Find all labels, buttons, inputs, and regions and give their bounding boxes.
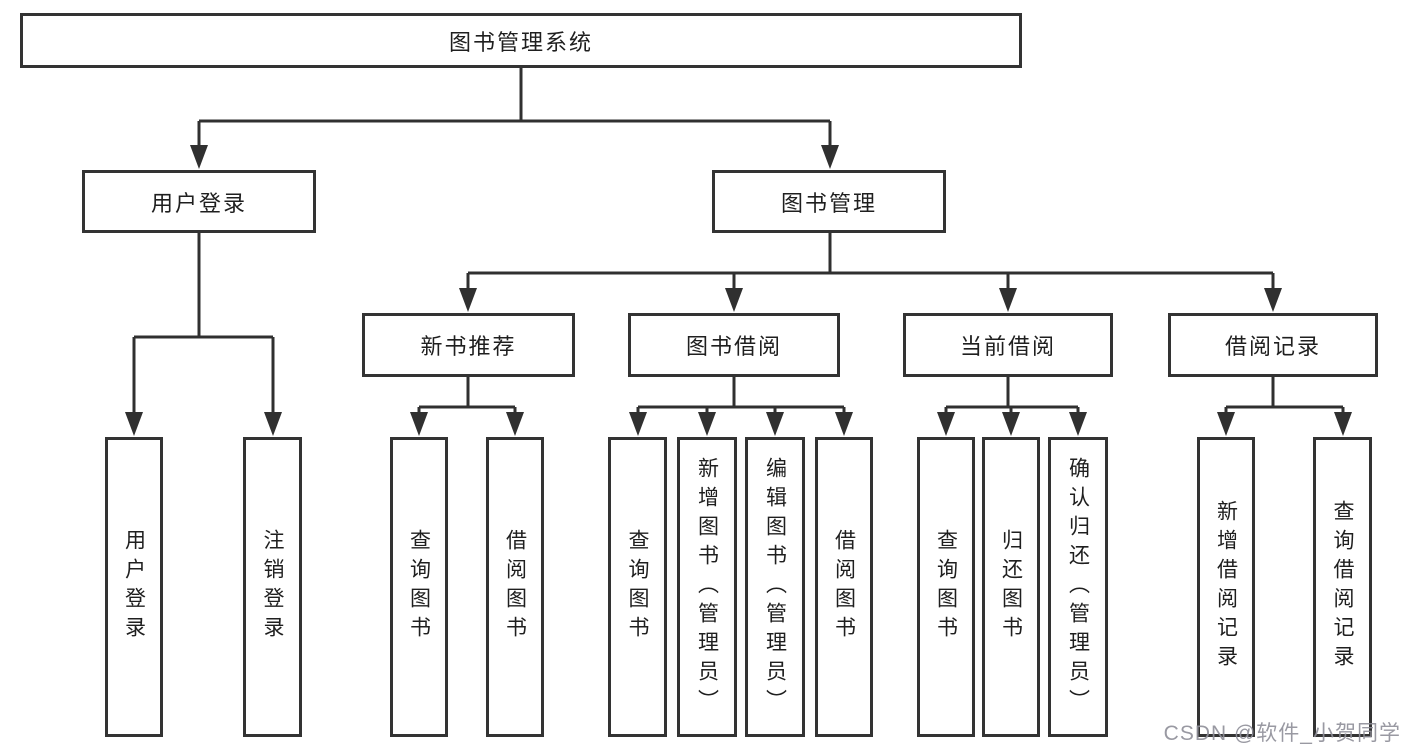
node-book-management-system: 图书管理系统	[20, 13, 1022, 68]
leaf-label: 编辑图书（管理员）	[763, 456, 787, 718]
node-label: 借阅记录	[1224, 334, 1321, 359]
arrow-icon	[725, 288, 743, 312]
node-label: 图书借阅	[685, 334, 782, 359]
leaf-label: 归还图书	[999, 529, 1023, 645]
leaf-label: 确认归还（管理员）	[1066, 456, 1090, 718]
arrow-icon	[1334, 412, 1352, 436]
arrow-icon	[835, 412, 853, 436]
edge-root-to-level1	[197, 68, 832, 148]
arrow-icon	[698, 412, 716, 436]
leaf-label: 查询图书	[934, 529, 958, 645]
watermark: CSDN @软件_小贺同学	[1163, 722, 1401, 745]
node-book-management: 图书管理	[712, 170, 946, 233]
arrow-icon	[506, 412, 524, 436]
leaf-query-books-current: 查询图书	[917, 437, 975, 737]
leaf-borrow-books: 借阅图书	[815, 437, 873, 737]
arrow-icon	[1264, 288, 1282, 312]
leaf-logout: 注销登录	[243, 437, 302, 737]
arrow-icon	[766, 412, 784, 436]
leaf-label: 用户登录	[122, 529, 146, 645]
leaf-label: 查询图书	[407, 529, 431, 645]
arrow-icon	[1217, 412, 1235, 436]
leaf-confirm-return-admin: 确认归还（管理员）	[1048, 437, 1108, 737]
arrow-icon	[999, 288, 1017, 312]
leaf-label: 借阅图书	[832, 529, 856, 645]
leaf-label: 查询图书	[626, 529, 649, 645]
edge-record-to-leaves	[1224, 377, 1345, 416]
node-label: 图书管理	[780, 190, 877, 216]
node-label: 新书推荐	[420, 334, 517, 359]
arrow-icon	[937, 412, 955, 436]
node-borrowing-records: 借阅记录	[1168, 313, 1378, 377]
node-user-login: 用户登录	[82, 170, 316, 233]
arrow-icon	[264, 412, 282, 436]
leaf-user-login: 用户登录	[105, 437, 163, 737]
arrow-icon	[629, 412, 647, 436]
arrow-icon	[190, 145, 208, 169]
edge-mgmt-to-level2	[466, 233, 1275, 292]
edge-newbook-to-leaves	[417, 377, 517, 416]
arrow-icon	[821, 145, 839, 169]
leaf-add-books-admin: 新增图书（管理员）	[677, 437, 737, 737]
edge-current-to-leaves	[944, 377, 1080, 416]
node-book-borrowing: 图书借阅	[628, 313, 840, 377]
node-label: 当前借阅	[959, 334, 1056, 359]
arrow-icon	[459, 288, 477, 312]
arrow-icon	[410, 412, 428, 436]
node-new-book-recommendation: 新书推荐	[362, 313, 575, 377]
arrowheads	[125, 145, 1352, 436]
node-label: 图书管理系统	[448, 29, 593, 55]
leaf-label: 查询借阅记录	[1331, 500, 1354, 674]
leaf-query-books-borrowing: 查询图书	[608, 437, 667, 737]
arrow-icon	[125, 412, 143, 436]
leaf-add-borrow-record: 新增借阅记录	[1197, 437, 1255, 737]
leaf-label: 新增借阅记录	[1214, 500, 1238, 674]
leaf-return-books: 归还图书	[982, 437, 1040, 737]
node-current-borrowing: 当前借阅	[903, 313, 1113, 377]
arrow-icon	[1002, 412, 1020, 436]
leaf-edit-books-admin: 编辑图书（管理员）	[745, 437, 805, 737]
edge-borrow-to-leaves	[636, 377, 846, 416]
leaf-query-borrow-record: 查询借阅记录	[1313, 437, 1372, 737]
leaf-label: 新增图书（管理员）	[695, 456, 719, 718]
node-label: 用户登录	[150, 190, 247, 216]
edge-login-to-leaves	[132, 233, 275, 416]
leaf-query-books-recommend: 查询图书	[390, 437, 448, 737]
arrow-icon	[1069, 412, 1087, 436]
leaf-label: 借阅图书	[503, 529, 527, 645]
leaf-label: 注销登录	[261, 529, 284, 645]
leaf-borrow-books-recommend: 借阅图书	[486, 437, 544, 737]
